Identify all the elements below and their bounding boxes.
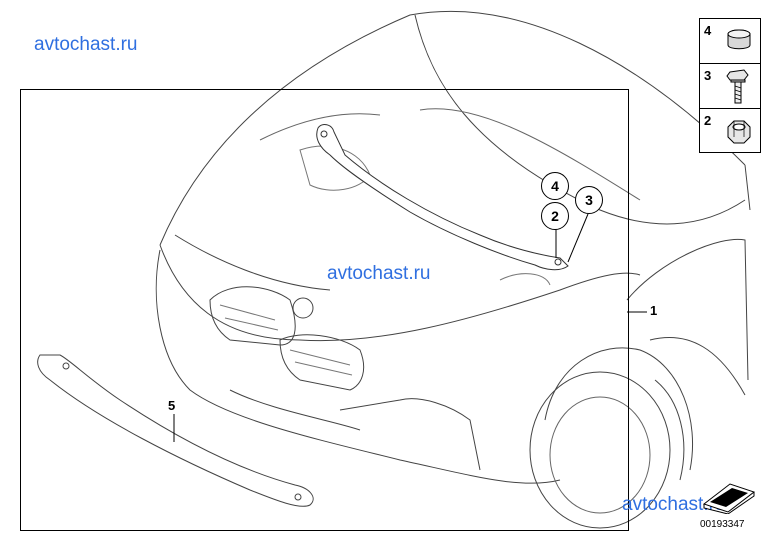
legend-label: 3 (704, 68, 712, 83)
callout-part-1: 1 (650, 303, 658, 318)
cap-icon (727, 29, 751, 50)
assembly-frame (20, 89, 629, 531)
document-icon (702, 483, 756, 514)
legend-item-bolt: 3 (700, 64, 760, 109)
parts-legend: 4 3 2 (699, 18, 761, 153)
legend-item-nut: 2 (700, 109, 760, 153)
nut-icon (727, 120, 751, 144)
bolt-icon (726, 69, 749, 104)
legend-label: 4 (704, 23, 712, 38)
watermark-center: avtochast.ru (327, 263, 431, 284)
callout-circle-3: 3 (575, 186, 603, 214)
watermark-top: avtochast.ru (34, 34, 138, 55)
legend-item-cap: 4 (700, 19, 760, 64)
callout-circle-2: 2 (541, 202, 569, 230)
callout-part-5: 5 (168, 398, 176, 413)
watermark-bottom: avtochast.ru (622, 494, 726, 515)
callout-circle-4: 4 (541, 172, 569, 200)
legend-label: 2 (704, 113, 712, 128)
diagram-code: 00193347 (700, 519, 745, 530)
